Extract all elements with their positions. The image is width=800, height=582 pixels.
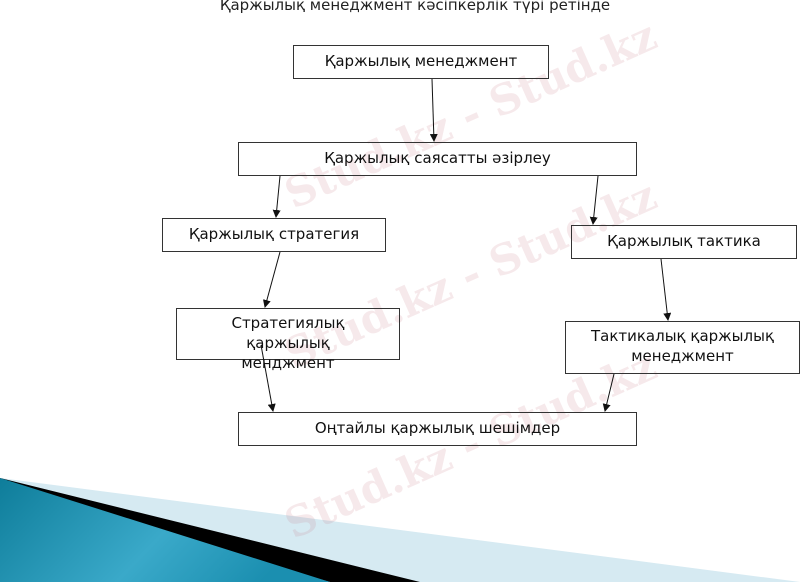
node-label: Оңтайлы қаржылық шешімдер [314, 419, 561, 437]
arrow-n2-n4 [589, 175, 599, 225]
node-financial-policy: Қаржылық саясатты әзірлеу [238, 142, 637, 176]
node-label: Қаржылық менеджмент [324, 52, 518, 70]
teal-triangle [0, 478, 330, 582]
node-label: Қаржылық стратегия [188, 225, 360, 243]
arrow-n3-n5 [262, 251, 281, 308]
black-band [0, 478, 420, 582]
node-financial-strategy: Қаржылық стратегия [162, 218, 386, 252]
arrow-n5-n7 [260, 344, 276, 412]
node-tactical-management: Тактикалық қаржылық менеджмент [565, 321, 800, 374]
node-label: Тактикалық қаржылық менеджмент [590, 327, 775, 365]
arrow-n6-n7 [602, 373, 615, 412]
arrow-n4-n6 [660, 258, 672, 321]
node-label: Қаржылық тактика [607, 232, 761, 250]
arrow-n1-n2 [429, 78, 438, 142]
arrow-n2-n3 [272, 175, 281, 218]
node-optimal-decisions: Оңтайлы қаржылық шешімдер [238, 412, 637, 446]
node-financial-management: Қаржылық менеджмент [293, 45, 549, 79]
node-label: Қаржылық саясатты әзірлеу [324, 149, 551, 167]
diagram-title: Қаржылық менеджмент кәсіпкерлік түрі рет… [219, 0, 611, 14]
node-financial-tactics: Қаржылық тактика [571, 225, 797, 259]
